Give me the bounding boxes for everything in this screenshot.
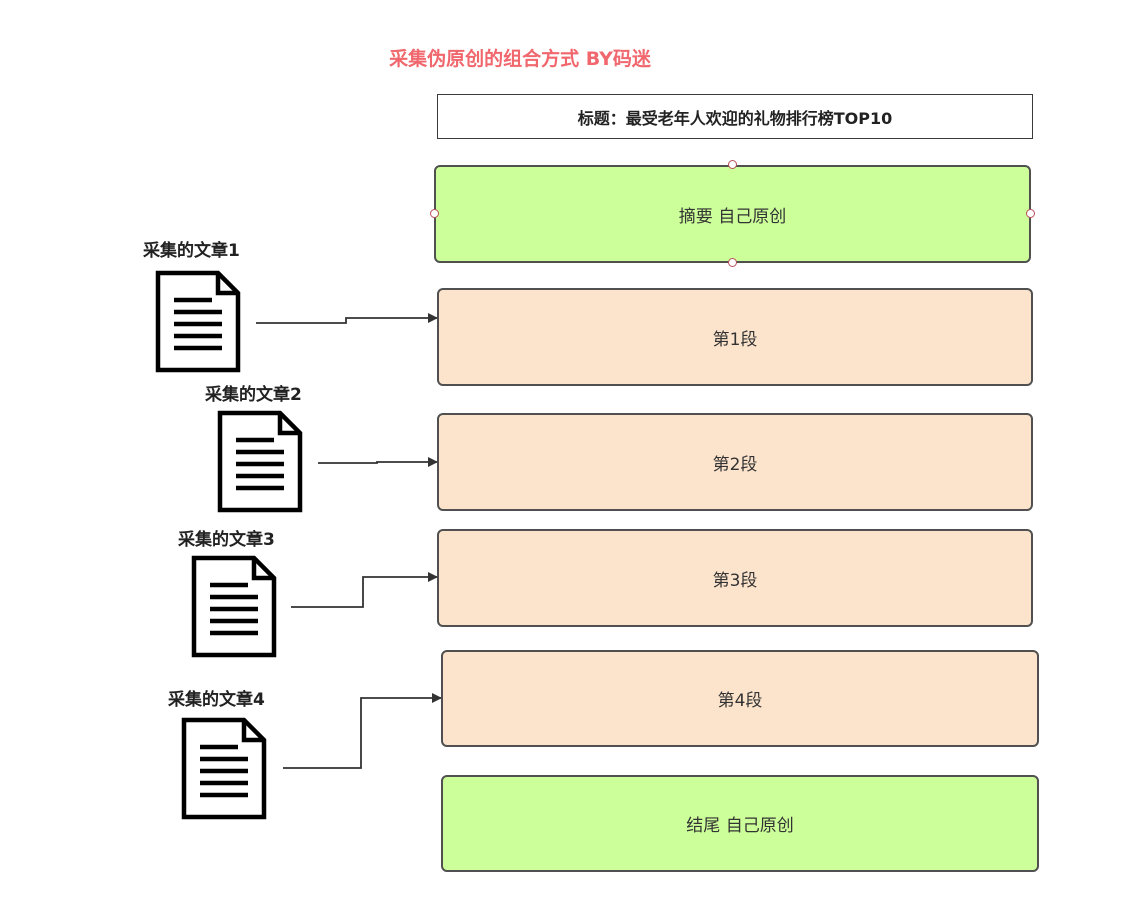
- document-icon[interactable]: [188, 555, 278, 659]
- selection-handle-top[interactable]: [728, 160, 737, 169]
- paragraph-3-block[interactable]: 第3段: [437, 529, 1033, 627]
- connector-4: [283, 693, 442, 769]
- document-icon[interactable]: [152, 270, 242, 374]
- selection-handle-left[interactable]: [430, 209, 439, 218]
- source-2-label: 采集的文章2: [205, 385, 302, 405]
- connector-1: [256, 313, 438, 324]
- ending-block[interactable]: 结尾 自己原创: [441, 775, 1039, 872]
- summary-block[interactable]: 摘要 自己原创: [434, 165, 1031, 263]
- diagram-title: 采集伪原创的组合方式 BY码迷: [389, 47, 651, 70]
- source-1-label: 采集的文章1: [143, 241, 240, 261]
- source-4-label: 采集的文章4: [168, 690, 265, 710]
- source-3-label: 采集的文章3: [178, 530, 275, 550]
- paragraph-1-block[interactable]: 第1段: [437, 288, 1033, 386]
- paragraph-4-block[interactable]: 第4段: [441, 650, 1039, 747]
- heading-box[interactable]: 标题：最受老年人欢迎的礼物排行榜TOP10: [437, 94, 1033, 139]
- document-icon[interactable]: [178, 717, 268, 821]
- connector-3: [291, 572, 438, 608]
- selection-handle-right[interactable]: [1026, 209, 1035, 218]
- connector-2: [318, 457, 438, 467]
- selection-handle-bottom[interactable]: [728, 258, 737, 267]
- document-icon[interactable]: [214, 410, 304, 514]
- paragraph-2-block[interactable]: 第2段: [437, 413, 1033, 511]
